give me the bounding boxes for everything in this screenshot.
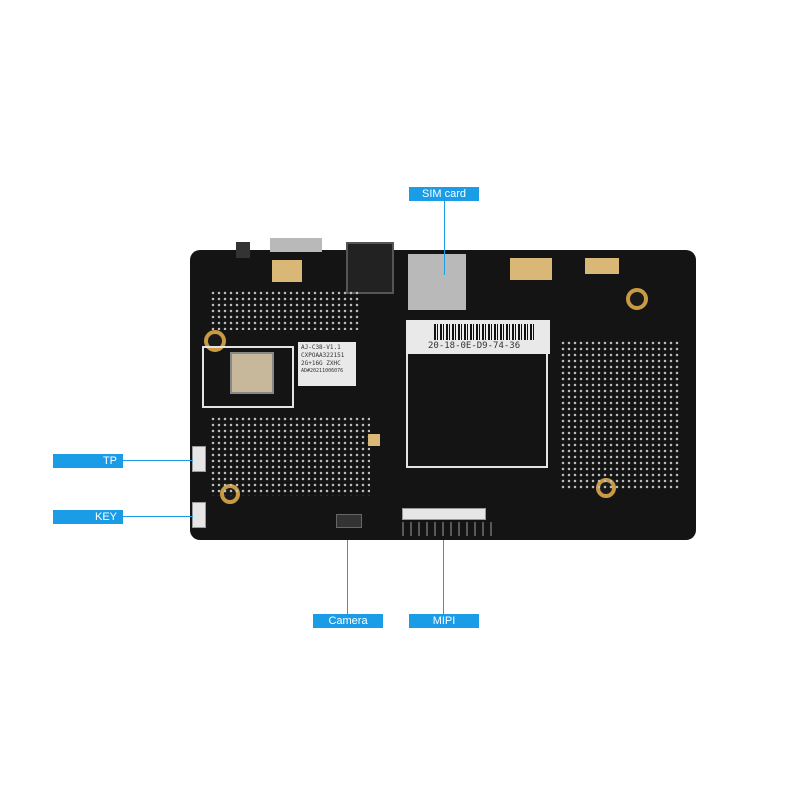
callout-tp: TP: [53, 454, 123, 468]
smd-components-top: [210, 290, 360, 330]
smd-components-left: [210, 416, 370, 496]
usb-port: [270, 238, 322, 252]
barcode: [434, 324, 534, 340]
pcb-board: AJ-C38-V1.1 CXPOAA322151 2G+16G ZXHC AD#…: [190, 238, 696, 540]
mipi-test-points: [402, 522, 492, 536]
mac-sticker: 20-18-0E-D9-74-36: [406, 320, 550, 354]
mipi-connector: [402, 508, 486, 520]
gold-pad-2: [510, 258, 552, 280]
callout-mipi: MIPI: [409, 614, 479, 628]
tp-connector: [192, 446, 206, 472]
module-label: AJ-C38-V1.1 CXPOAA322151 2G+16G ZXHC AD#…: [298, 342, 356, 386]
module-label-line-4: AD#20211006076: [301, 368, 344, 374]
module-label-line-2: CXPOAA322151: [301, 352, 345, 359]
callout-line-key: [123, 516, 193, 517]
key-connector: [192, 502, 206, 528]
sim-card-slot: [408, 254, 466, 310]
gold-pad-1: [272, 260, 302, 282]
callout-line-mipi: [443, 540, 444, 614]
gold-pad-center: [368, 434, 380, 446]
mac-address: 20-18-0E-D9-74-36: [428, 341, 521, 351]
callout-line-tp: [123, 460, 193, 461]
wifi-module-chip: [230, 352, 274, 394]
module-label-line-1: AJ-C38-V1.1: [301, 344, 341, 351]
module-label-line-3: 2G+16G ZXHC: [301, 360, 341, 367]
smd-components-right: [560, 340, 680, 490]
callout-line-sim-card: [444, 201, 445, 275]
camera-connector: [336, 514, 362, 528]
callout-sim-card: SIM card: [409, 187, 479, 201]
mount-hole-top-right: [626, 288, 648, 310]
audio-jack: [236, 242, 250, 258]
gold-pad-3: [585, 258, 619, 274]
tf-card-slot: [346, 242, 394, 294]
callout-line-camera: [347, 540, 348, 614]
callout-key: KEY: [53, 510, 123, 524]
wifi-module-outline: [202, 346, 294, 408]
callout-camera: Camera: [313, 614, 383, 628]
